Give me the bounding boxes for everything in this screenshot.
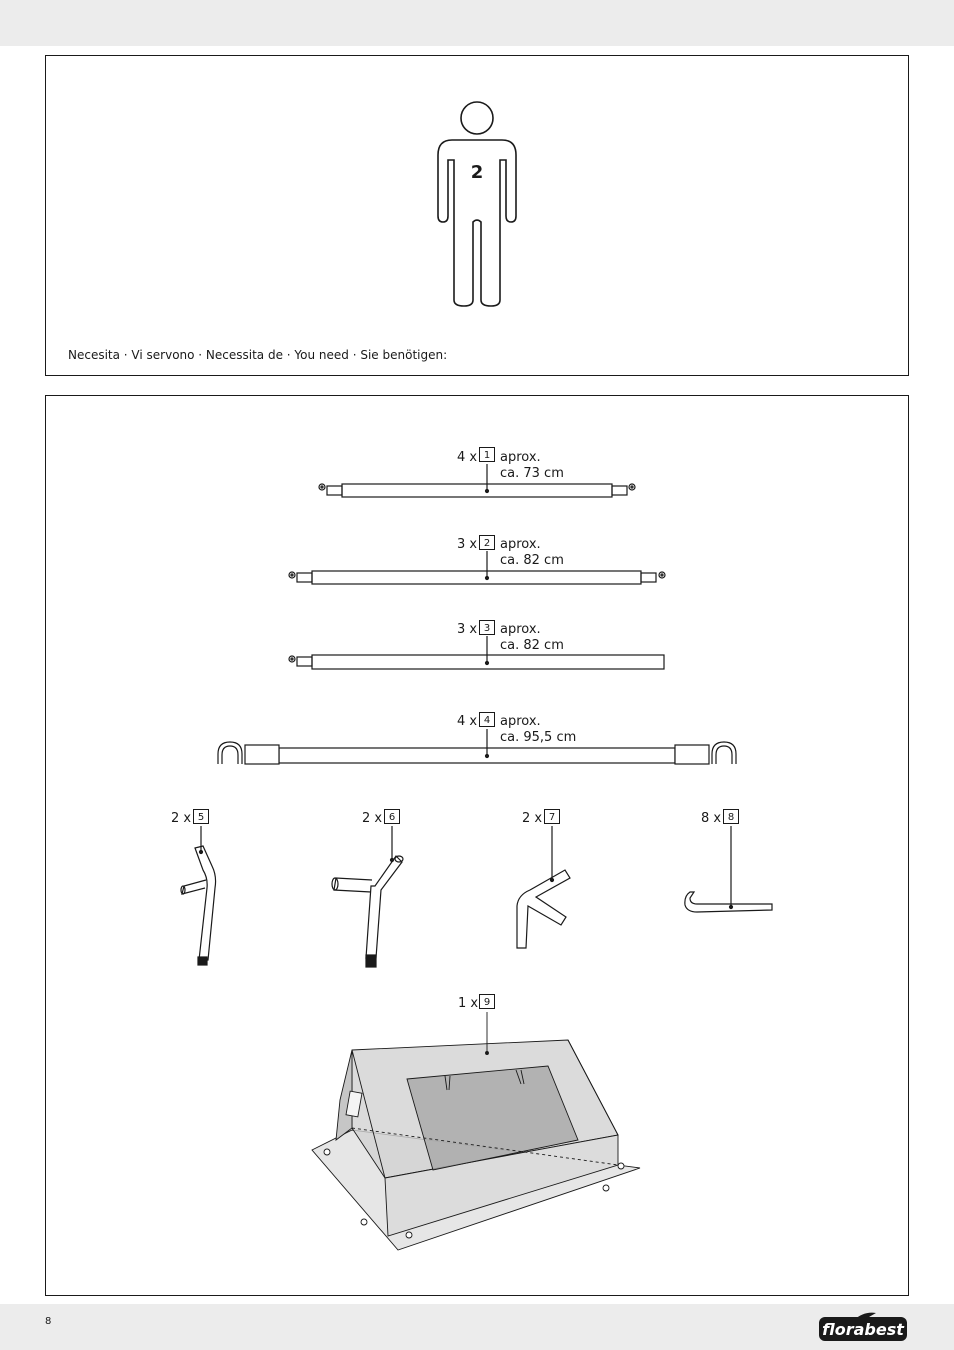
brand-text: florabest [822,1320,905,1339]
part-1-qty: 4 x [457,450,478,465]
header-band [0,0,954,46]
you-need-text: Necesita · Vi servono · Necessita de · Y… [68,348,448,362]
part-7-angle-connector [516,826,571,949]
people-required-panel: 2 Necesita · Vi servono · Necessita de ·… [45,55,909,376]
part-6-number: 6 [384,809,400,824]
part-8-qty: 8 x [701,811,722,826]
part-9-qty: 1 x [458,996,479,1011]
part-1-pole [318,464,636,498]
part-3-approx: aprox. [500,622,541,637]
part-5-connector [180,826,217,966]
florabest-logo: florabest [819,1312,907,1341]
part-4-qty: 4 x [457,714,478,729]
part-5-number: 5 [193,809,209,824]
part-1-approx: aprox. [500,450,541,465]
part-7-qty: 2 x [522,811,543,826]
part-7-number: 7 [544,809,560,824]
person-icon: 2 [437,101,517,307]
part-9-number: 9 [479,994,495,1009]
footer-band [0,1304,954,1350]
part-1-length: ca. 73 cm [500,466,564,481]
part-3-qty: 3 x [457,622,478,637]
people-count: 2 [471,162,484,183]
part-8-hex-key [684,826,773,913]
part-3-length: ca. 82 cm [500,638,564,653]
part-6-y-connector [331,826,404,968]
part-8-number: 8 [723,809,739,824]
part-4-hooked-pole [217,729,737,765]
part-4-length: ca. 95,5 cm [500,730,577,745]
page-number: 8 [45,1316,52,1327]
part-2-qty: 3 x [457,537,478,552]
part-4-number: 4 [479,712,495,727]
part-3-number: 3 [479,620,495,635]
part-2-number: 2 [479,535,495,550]
part-5-qty: 2 x [171,811,192,826]
part-4-approx: aprox. [500,714,541,729]
part-1-number: 1 [479,447,495,462]
part-9-greenhouse-cover [311,1012,641,1251]
part-6-qty: 2 x [362,811,383,826]
part-2-length: ca. 82 cm [500,553,564,568]
part-2-approx: aprox. [500,537,541,552]
part-3-pole [288,636,665,670]
part-2-pole [288,551,666,585]
